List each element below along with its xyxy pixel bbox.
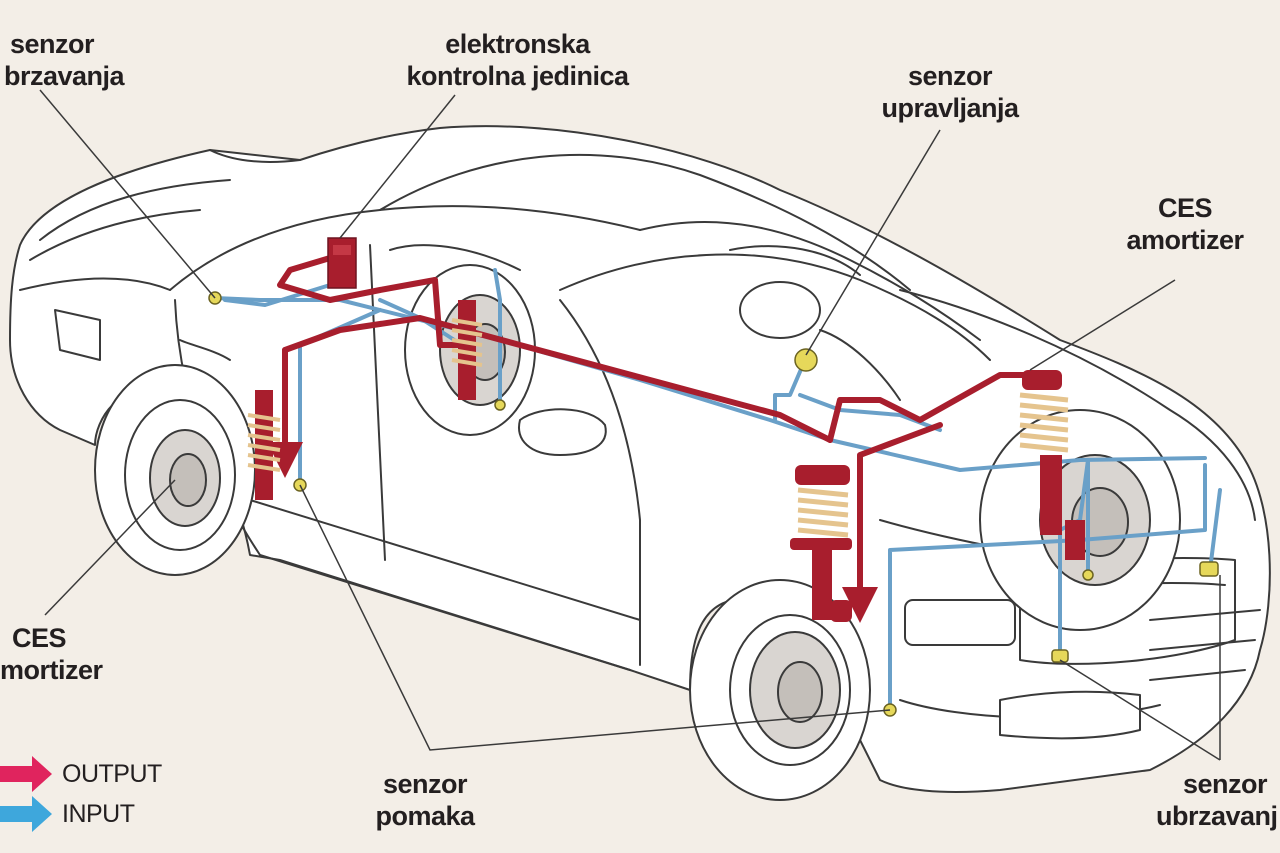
legend-output-label: OUTPUT: [62, 760, 162, 788]
label-ecu-line2: kontrolna jedinica: [406, 61, 629, 91]
label-steering-sensor: senzor upravljanja: [870, 60, 1030, 124]
label-displacement-sensor-line2: pomaka: [375, 801, 475, 831]
label-accel-sensor-line2: ubrzavanj: [1156, 801, 1278, 831]
label-steering-sensor-line2: upravljanja: [881, 93, 1019, 123]
rear-left-wheel: [94, 364, 256, 576]
sensor-steering: [794, 348, 818, 372]
legend-input-label: INPUT: [62, 800, 135, 828]
label-displacement-sensor-line1: senzor: [382, 769, 468, 799]
label-ces-left-line1: CES: [12, 623, 67, 653]
label-accel-sensor: senzor ubrzavanj: [1150, 768, 1280, 832]
shock-absorber-rear-left: [247, 390, 281, 500]
label-ces-right-line1: CES: [1157, 193, 1213, 223]
legend-output-arrow: [0, 756, 52, 792]
legend-input-arrow: [0, 796, 52, 832]
leader-lines: [39, 89, 1221, 761]
sensor-front-right-wheel: [1082, 569, 1094, 581]
label-ces-left-line2: mortizer: [0, 655, 103, 685]
sensor-rear-right: [494, 399, 506, 411]
label-brake-sensor-line2: brzavanja: [4, 61, 125, 91]
label-displacement-sensor: senzor pomaka: [350, 768, 500, 832]
label-steering-sensor-line1: senzor: [907, 61, 993, 91]
label-ecu: elektronska kontrolna jedinica: [400, 28, 635, 92]
shock-absorber-front-left: [790, 465, 852, 622]
label-ces-right-line2: amortizer: [1126, 225, 1244, 255]
label-brake-sensor: senzor brzavanja: [4, 28, 125, 92]
sensor-accel-1: [1051, 649, 1069, 663]
shock-absorber-rear-right: [451, 300, 483, 400]
label-brake-sensor-line1: senzor: [10, 29, 95, 59]
label-ces-left: CES mortizer: [0, 622, 110, 686]
label-ecu-line1: elektronska: [445, 29, 590, 59]
label-ces-right: CES amortizer: [1110, 192, 1260, 256]
label-accel-sensor-line1: senzor: [1182, 769, 1268, 799]
ecu-unit: [327, 237, 357, 289]
shock-absorber-front-right: [1019, 370, 1085, 560]
sensor-accel-2: [1199, 561, 1219, 577]
front-left-wheel: [689, 579, 871, 801]
